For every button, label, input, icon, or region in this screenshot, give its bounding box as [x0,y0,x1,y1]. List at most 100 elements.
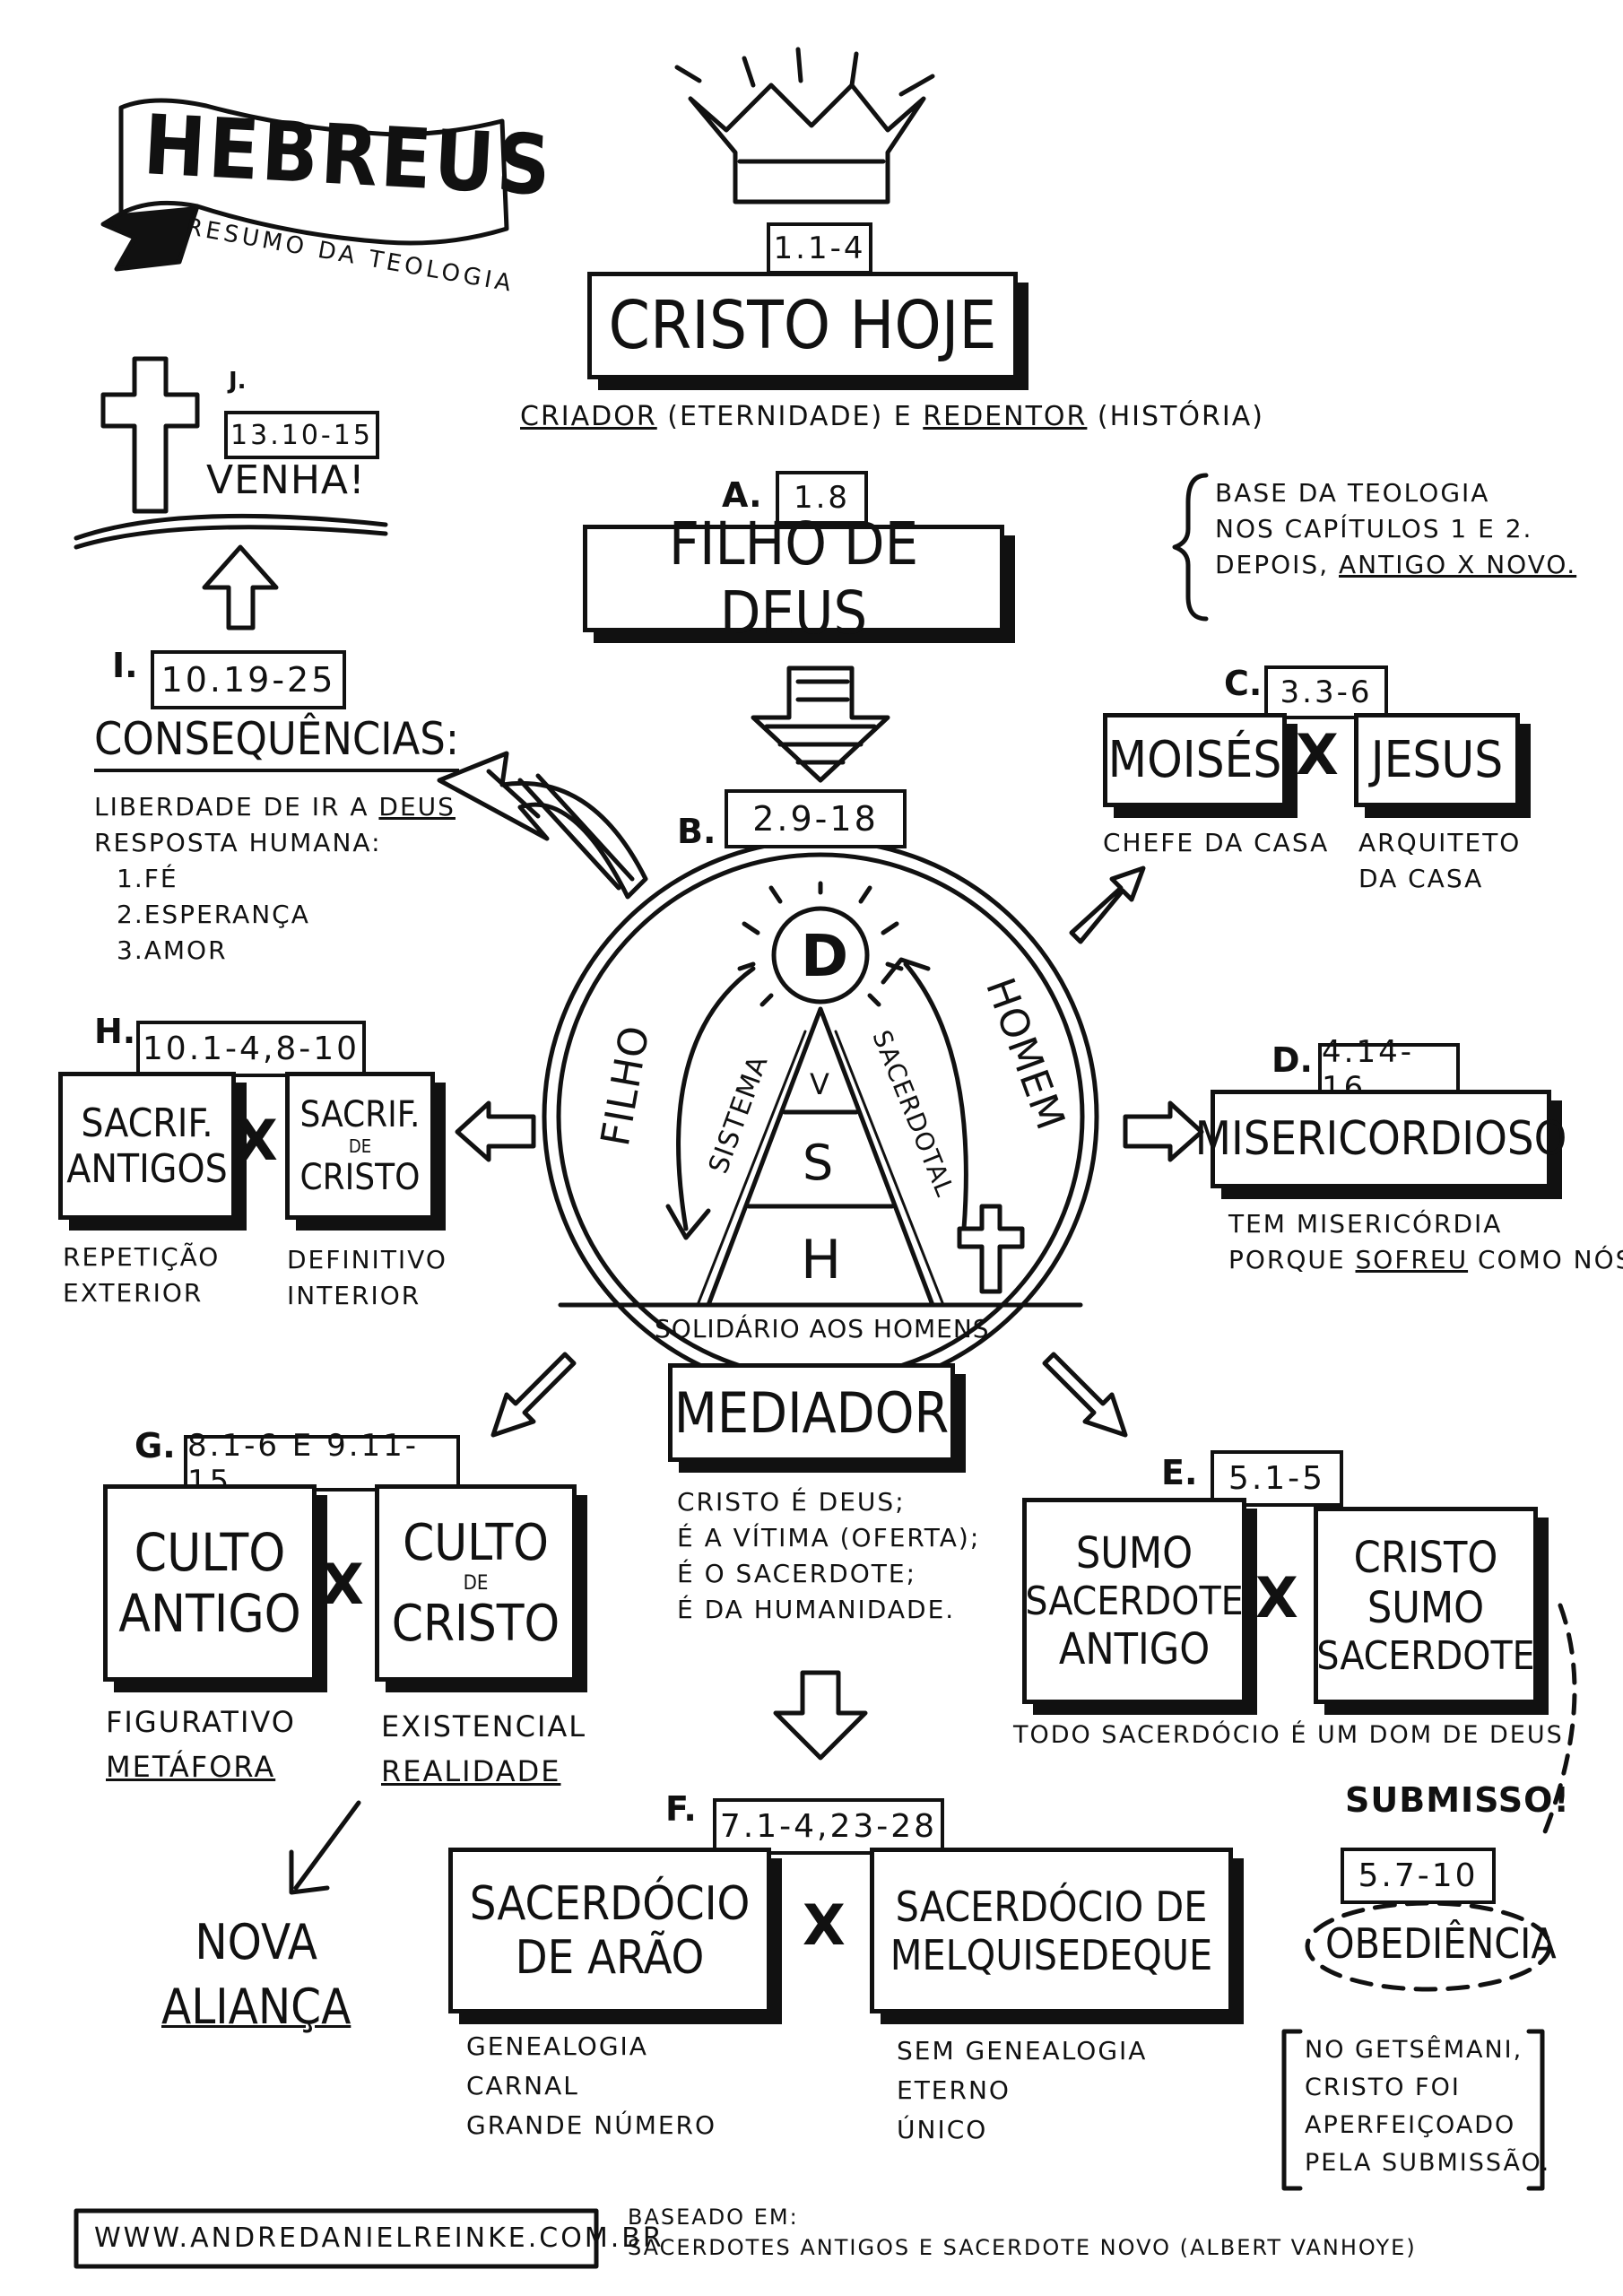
box-filho-de-deus: FILHO DE DEUS [583,509,1004,648]
mel-note-2: ETERNO [897,2075,1011,2105]
obediencia-label: OBEDIÊNCIA [1325,1919,1557,1968]
sacerdocio-mel-2: MELQUISEDEQUE [890,1930,1213,1979]
ref-h: 10.1-4,8-10 [136,1021,366,1077]
ref-g: 8.1-6 E 9.11-15 [184,1428,460,1500]
culto-antigo-2: ANTIGO [118,1583,301,1644]
misericordioso-note-2: PORQUE [1228,1245,1346,1274]
redentor-label: REDENTOR [923,401,1088,432]
eternidade-label: (ETERNIDADE) [667,401,884,432]
sacrif-antigos-2: ANTIGOS [66,1145,228,1192]
ref-i: 10.19-25 [151,650,346,709]
liberdade-label: LIBERDADE DE IR A [94,792,369,822]
down-arrow-filho [751,665,890,783]
e-letter-label: E. [1161,1453,1198,1492]
mediador-line-2: É A VÍTIMA (OFERTA); [677,1523,981,1552]
up-arrow [202,544,279,631]
ref-top: 1.1-4 [767,222,872,274]
ref-submisso: 5.7-10 [1341,1848,1496,1904]
sacrif-antigos-note-1: REPETIÇÃO [63,1242,221,1272]
box-sacerdocio-melquisedeque: SACERDÓCIO DE MELQUISEDEQUE [870,1848,1233,2013]
culto-antigo-note-1: FIGURATIVO [106,1705,296,1739]
fe-label: 1.FÉ [117,864,178,893]
culto-cristo-note-1: EXISTENCIAL [381,1709,587,1744]
mediador-list: CRISTO É DEUS; É A VÍTIMA (OFERTA); É O … [677,1484,980,1628]
historia-label: (HISTÓRIA) [1097,401,1264,432]
resposta-label: RESPOSTA HUMANA: [94,828,382,857]
ref-f: 7.1-4,23-28 [713,1798,944,1855]
arao-note: GENEALOGIA CARNAL GRANDE NÚMERO [466,2027,716,2145]
nova-alianca: NOVA ALIANÇA [161,1910,351,2039]
misericordioso-note-4: COMO NÓS [1477,1245,1623,1274]
footer-based-label: BASEADO EM: [628,2205,799,2230]
sumo-antigo-3: ANTIGO [1058,1623,1211,1674]
e-x: X [1255,1565,1298,1631]
box-cristo-sumo: CRISTO SUMO SACERDOTE [1314,1507,1538,1704]
arrow-to-d [1123,1100,1204,1162]
base-note: BASE DA TEOLOGIA NOS CAPÍTULOS 1 E 2. DE… [1215,475,1576,583]
misericordioso-note: TEM MISERICÓRDIA PORQUE SOFREU COMO NÓS [1228,1206,1623,1278]
jesus-label: JESUS [1370,731,1504,789]
footer-based: BASEADO EM: SACERDOTES ANTIGOS E SACERDO… [628,2202,1417,2263]
jesus-note-2: DA CASA [1358,864,1484,893]
deus-label: DEUS [378,792,456,822]
box-sacrif-antigos: SACRIF. ANTIGOS [58,1072,236,1220]
c-letter: C. [1224,664,1263,703]
d-letter: D [801,924,849,990]
ref-c: 3.3-6 [1264,665,1388,719]
g-x: X [321,1552,364,1617]
base-note-line-1: BASE DA TEOLOGIA [1215,478,1490,508]
solidario-label: SOLIDÁRIO AOS HOMENS [655,1314,990,1344]
sacrif-cristo-1: SACRIF. [299,1093,421,1135]
culto-antigo-note: FIGURATIVO METÁFORA [106,1700,296,1789]
arrow-to-nova [289,1800,361,1895]
g-letter-label: G. [135,1426,176,1465]
title-banner [100,98,509,272]
sacrif-antigos-1: SACRIF. [81,1100,213,1146]
getsemani-note: NO GETSÊMANI, CRISTO FOI APERFEIÇOADO PE… [1305,2031,1550,2182]
sacerdocio-dom-note: TODO SACERDÓCIO É UM DOM DE DEUS [1013,1721,1564,1749]
a-letter: A. [722,475,762,515]
sacerdocio-arao-2: DE ARÃO [515,1930,705,1985]
filho-arrow [665,966,756,1240]
pyramid [696,1006,945,1308]
arao-note-3: GRANDE NÚMERO [466,2110,717,2140]
culto-cristo-1: CULTO [403,1513,549,1572]
sacrif-antigos-note-2: EXTERIOR [63,1278,204,1308]
d-letter-label: D. [1271,1040,1313,1080]
sacrif-cristo-3: CRISTO [299,1156,421,1198]
jesus-note-1: ARQUITETO [1358,828,1522,857]
box-culto-cristo: CULTO DE CRISTO [375,1484,577,1682]
cristo-sumo-3: SACERDOTE [1316,1632,1535,1679]
mediador-line-3: É O SACERDOTE; [677,1559,917,1588]
jesus-note: ARQUITETO DA CASA [1358,825,1521,897]
arrow-to-e [1042,1352,1128,1438]
sacerdocio-mel-1: SACERDÓCIO DE [895,1882,1208,1931]
box-misericordioso: MISERICORDIOSO [1195,1090,1567,1188]
sumo-antigo-2: SACERDOTE [1025,1578,1244,1624]
h-letter: H [801,1229,842,1292]
heading-cristo-hoje: CRISTO HOJE [608,287,997,364]
esperanca-label: 2.ESPERANÇA [117,900,310,929]
sumo-antigo-1: SUMO [1075,1527,1193,1578]
culto-antigo-1: CULTO [134,1522,286,1583]
heading-mediador: MEDIADOR [673,1379,950,1446]
base-note-line-4: ANTIGO X NOVO. [1339,550,1577,579]
ref-j: 13.10-15 [224,411,379,459]
culto-cristo-note: EXISTENCIAL REALIDADE [381,1704,586,1794]
cristo-hoje-subtitle: CRIADOR (ETERNIDADE) E REDENTOR (HISTÓRI… [520,399,1264,435]
mediador-line-1: CRISTO É DEUS; [677,1487,906,1517]
base-bracket [1172,473,1209,622]
box-sacerdocio-arao: SACERDÓCIO DE ARÃO [448,1848,771,2013]
sacrif-antigos-note: REPETIÇÃO EXTERIOR [63,1239,220,1311]
sacerdocio-arao-1: SACERDÓCIO [469,1876,751,1931]
cristo-sumo-1: CRISTO [1353,1532,1498,1583]
small-cross-icon [957,1204,1025,1294]
curved-arrow-consequencias [437,751,648,900]
heading-misericordioso: MISERICORDIOSO [1194,1112,1567,1166]
moises-note: CHEFE DA CASA [1103,828,1330,857]
culto-antigo-note-2: METÁFORA [106,1750,276,1784]
heading-filho-de-deus: FILHO DE DEUS [668,509,919,648]
footer-site-link[interactable]: WWW.ANDREDANIELREINKE.COM.BR [94,2222,664,2254]
v-letter: V [810,1067,829,1101]
